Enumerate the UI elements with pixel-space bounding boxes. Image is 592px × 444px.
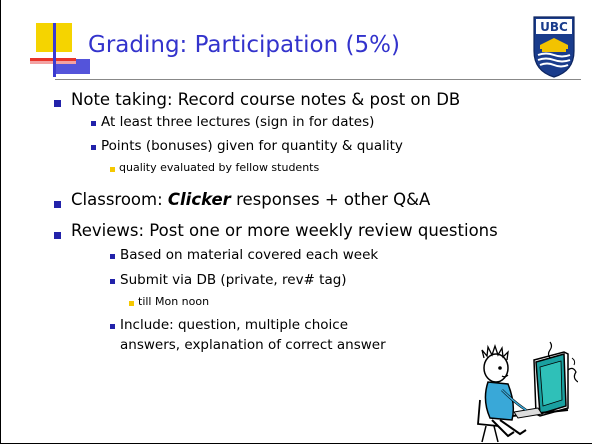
bullet-note-taking: Note taking: Record course notes & post … bbox=[71, 90, 461, 109]
bullet-marker bbox=[110, 167, 115, 172]
bullet-marker bbox=[54, 100, 61, 107]
bullet-reviews: Reviews: Post one or more weekly review … bbox=[71, 221, 498, 240]
slide-title: Grading: Participation (5%) bbox=[88, 32, 400, 58]
bullet-marker bbox=[110, 324, 115, 329]
sub-bullet-line2: answers, explanation of correct answer bbox=[120, 337, 386, 353]
title-emblem-icon bbox=[30, 22, 90, 78]
sub-sub-bullet: quality evaluated by fellow students bbox=[119, 161, 320, 174]
computer-user-cartoon-icon bbox=[477, 341, 578, 443]
logo-text: UBC bbox=[540, 20, 568, 34]
bullet-classroom: Classroom: Clicker responses + other Q&A bbox=[71, 190, 430, 209]
ubc-crest-logo-icon: UBC bbox=[533, 16, 575, 78]
sub-bullet: Based on material covered each week bbox=[120, 247, 379, 263]
classroom-suffix: responses + other Q&A bbox=[230, 190, 431, 209]
title-divider bbox=[55, 79, 581, 80]
classroom-prefix: Classroom: bbox=[71, 190, 168, 209]
bullet-marker bbox=[110, 279, 115, 284]
sub-bullet-line1: Include: question, multiple choice bbox=[120, 317, 349, 333]
bullet-marker bbox=[129, 301, 134, 306]
sub-sub-bullet: till Mon noon bbox=[138, 295, 210, 308]
bullet-marker bbox=[91, 145, 96, 150]
bullet-marker bbox=[54, 232, 61, 239]
bullet-marker bbox=[110, 254, 115, 259]
sub-bullet: Points (bonuses) given for quantity & qu… bbox=[101, 138, 403, 154]
sub-bullet: At least three lectures (sign in for dat… bbox=[101, 114, 375, 130]
sub-bullet: Submit via DB (private, rev# tag) bbox=[120, 272, 347, 288]
bullet-marker bbox=[91, 121, 96, 126]
clicker-emphasis: Clicker bbox=[167, 190, 231, 209]
bullet-marker bbox=[54, 201, 61, 208]
slide-left-border bbox=[0, 0, 1, 444]
